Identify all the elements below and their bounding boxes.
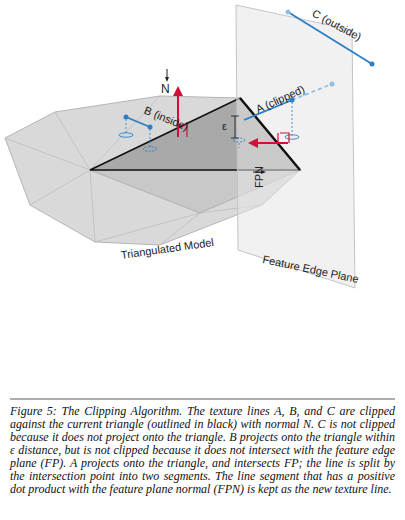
caption-rule	[10, 399, 395, 400]
texture-line-b	[119, 115, 157, 152]
arrowhead	[173, 86, 183, 96]
feature-edge-plane	[236, 5, 355, 288]
arrowhead	[165, 77, 169, 82]
figure-label: FPN	[253, 166, 265, 188]
projection-mark	[233, 138, 245, 142]
arrowhead	[248, 138, 258, 148]
right-angle-mark	[278, 133, 288, 143]
right-angle-mark	[280, 133, 289, 143]
texture-line-a	[244, 82, 335, 140]
figure-label: N	[161, 83, 170, 95]
figure-label: ε	[222, 120, 227, 132]
epsilon-bracket	[231, 116, 239, 138]
figure-caption: Figure 5: The Clipping Algorithm. The te…	[10, 405, 395, 496]
